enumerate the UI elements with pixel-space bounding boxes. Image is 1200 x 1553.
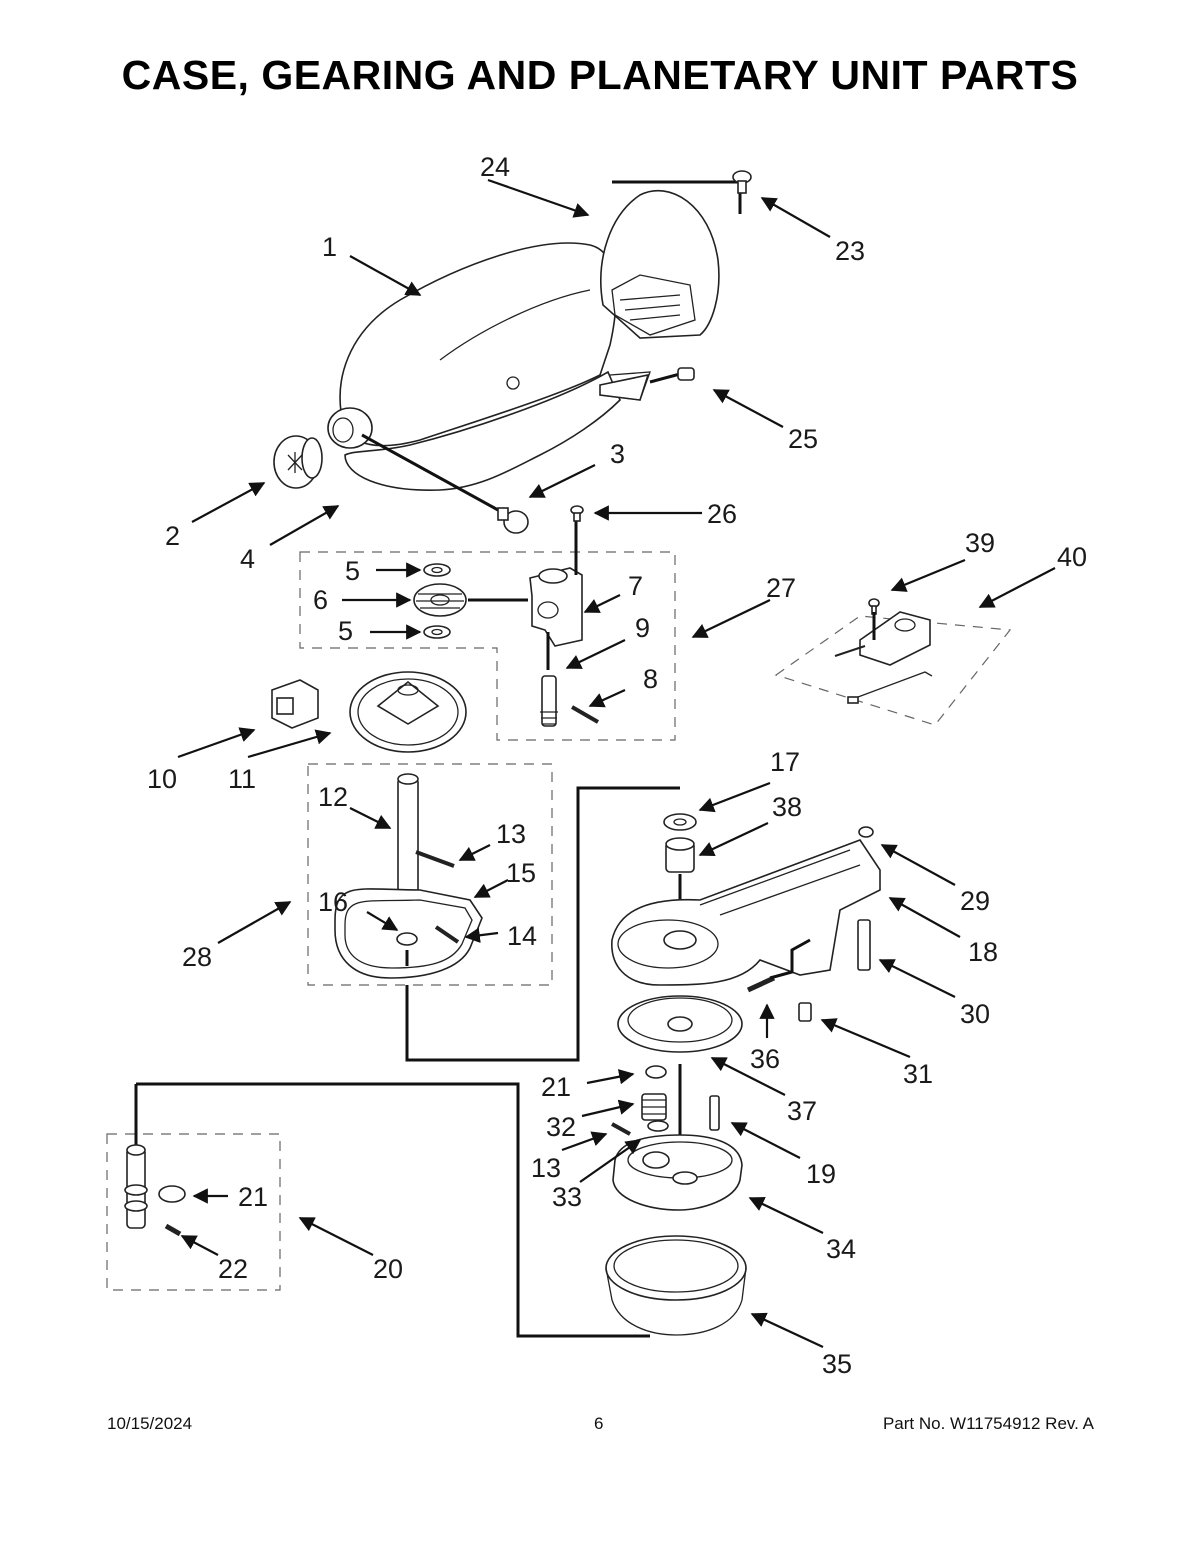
callout-23: 23 [835,236,865,266]
callout-5a: 5 [345,556,360,586]
housing-bolt [857,919,871,971]
pinion-pin [611,1122,631,1136]
callout-30: 30 [960,999,990,1029]
callout-33: 33 [552,1182,582,1212]
gear-shaft [397,773,419,919]
rear-cover [600,189,720,339]
callout-9: 9 [635,613,650,643]
callout-21b: 21 [238,1182,268,1212]
callout-7: 7 [628,571,643,601]
callout-2: 2 [165,521,180,551]
housing-nut [858,826,874,838]
worm-follower-gear [413,583,467,617]
callout-10: 10 [147,764,177,794]
callout-13a: 13 [496,819,526,849]
callout-labels: 1 2 3 4 5 6 5 7 9 8 26 27 10 11 12 13 15… [147,152,1087,1379]
callout-35: 35 [822,1349,852,1379]
callout-3: 3 [610,439,625,469]
attachment-hub-knob [273,435,323,489]
footer-page-number: 6 [594,1414,604,1433]
callout-38: 38 [772,792,802,822]
control-board-assembly [834,611,933,704]
callout-29: 29 [960,886,990,916]
motor-housing-case [327,242,651,491]
callout-36: 36 [750,1044,780,1074]
drive-pin [434,925,460,944]
callout-20: 20 [373,1254,403,1284]
callout-13b: 13 [531,1153,561,1183]
callout-25: 25 [788,424,818,454]
callout-32: 32 [546,1112,576,1142]
callout-5b: 5 [338,616,353,646]
worm-gear-shaft [540,675,558,727]
callout-8: 8 [643,664,658,694]
leader-arrows [177,178,1056,1348]
planetary-pinion [641,1093,667,1121]
thrust-washer-top [423,563,451,577]
trim-band-screw [677,367,695,381]
page-title: CASE, GEARING AND PLANETARY UNIT PARTS [121,52,1079,98]
shaft-pin [415,850,455,868]
board-screw [868,598,880,615]
callout-31: 31 [903,1059,933,1089]
callout-1: 1 [322,232,337,262]
callout-17: 17 [770,747,800,777]
callout-26: 26 [707,499,737,529]
gear-housing [611,839,881,986]
callout-21a: 21 [541,1072,571,1102]
callout-19: 19 [806,1159,836,1189]
callout-12: 12 [318,782,348,812]
shaft-pin-small [164,1223,182,1237]
callout-22: 22 [218,1254,248,1284]
washer [663,813,697,831]
pinion-washer [647,1120,669,1132]
rear-cover-screw [732,170,752,194]
callout-37: 37 [787,1096,817,1126]
callout-27: 27 [766,573,796,603]
callout-4: 4 [240,544,255,574]
hinge-pin-clip [497,507,529,534]
front-screw [746,975,776,993]
callout-15: 15 [506,858,536,888]
bearing-sleeve [665,837,695,873]
callout-34: 34 [826,1234,856,1264]
callout-40: 40 [1057,542,1087,572]
worm-gear-housing [529,567,583,647]
callout-39: 39 [965,528,995,558]
callout-18: 18 [968,937,998,967]
large-bevel-gear [349,671,467,753]
callout-24: 24 [480,152,510,182]
bevel-coupling [271,679,319,729]
planetary-shaft [124,1084,148,1229]
shaft-retaining-ring [158,1185,186,1203]
ring-gear [617,995,743,1053]
callout-28: 28 [182,942,212,972]
callout-16: 16 [318,887,348,917]
planetary-bolt [709,1095,720,1131]
footer-date: 10/15/2024 [107,1414,193,1433]
planetary-unit [612,1134,743,1211]
footer-part-number: Part No. W11754912 Rev. A [882,1414,1094,1433]
housing-screw [570,505,584,522]
callout-6: 6 [313,585,328,615]
set-screw [798,1002,812,1022]
retaining-ring-small [645,1065,667,1079]
callout-11: 11 [228,764,256,794]
thrust-washer-bottom [423,625,451,639]
callout-14: 14 [507,921,537,951]
retaining-ring [396,932,418,946]
worm-gear-pin [571,705,599,724]
planetary-cover [605,1235,747,1336]
